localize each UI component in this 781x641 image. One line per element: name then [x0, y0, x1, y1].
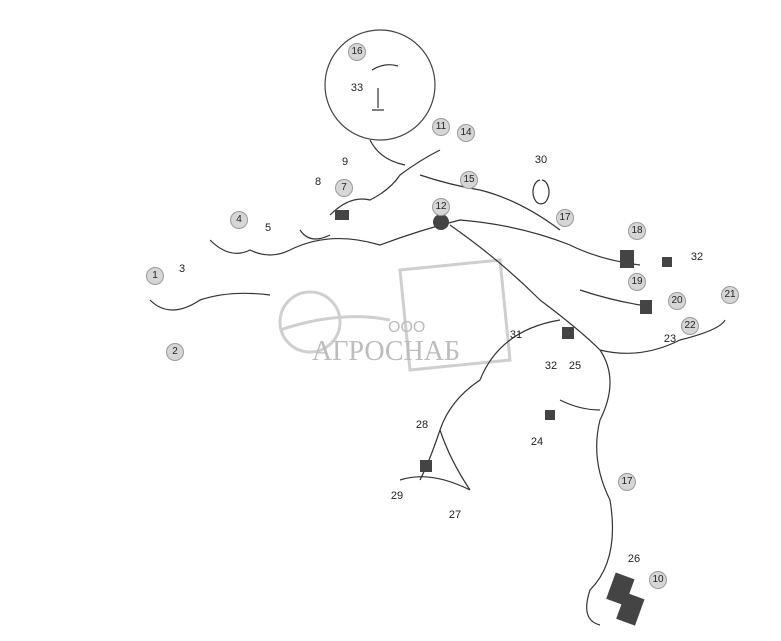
detail-leader	[369, 139, 406, 166]
part-callout: 3	[178, 263, 186, 275]
part-callout: 18	[628, 222, 646, 240]
part-callout: 23	[663, 333, 677, 345]
part-callout: 27	[448, 509, 462, 521]
part-callout: 12	[432, 198, 450, 216]
part-callout: 22	[681, 317, 699, 335]
part-callout: 33	[350, 82, 364, 94]
part-callout: 19	[628, 273, 646, 291]
watermark-ooo: ООО	[388, 319, 426, 336]
part-callout: 26	[627, 553, 641, 565]
part-callout: 16	[348, 43, 366, 61]
part-callout: 31	[509, 329, 523, 341]
part-callout: 1	[146, 267, 164, 285]
watermark-brand: АГРОСНАБ	[312, 336, 461, 367]
part-callout: 32	[544, 360, 558, 372]
terminal-16	[371, 64, 399, 71]
part-callout: 4	[230, 211, 248, 229]
part-callout: 28	[415, 419, 429, 431]
part-callout: 2	[166, 343, 184, 361]
part-callout: 17	[556, 209, 574, 227]
part-callout: 17	[618, 473, 636, 491]
watermark-logo	[278, 258, 512, 372]
main-harness	[149, 149, 726, 626]
part-callout: 7	[335, 179, 353, 197]
part-callout: 10	[649, 571, 667, 589]
part-callout: 14	[457, 124, 475, 142]
part-callout: 8	[314, 176, 322, 188]
part-callout: 21	[721, 286, 739, 304]
part-callout: 32	[690, 251, 704, 263]
part-callout: 9	[341, 156, 349, 168]
part-callout: 25	[568, 360, 582, 372]
connectors	[335, 210, 672, 626]
part-callout: 5	[264, 222, 272, 234]
detail-magnifier-circle	[324, 29, 436, 141]
part-callout: 15	[460, 171, 478, 189]
part-callout: 11	[432, 118, 450, 136]
part-callout: 24	[530, 436, 544, 448]
part-callout: 20	[668, 292, 686, 310]
part-callout: 29	[390, 490, 404, 502]
bolt-33	[372, 88, 384, 111]
part-callout: 30	[534, 154, 548, 166]
